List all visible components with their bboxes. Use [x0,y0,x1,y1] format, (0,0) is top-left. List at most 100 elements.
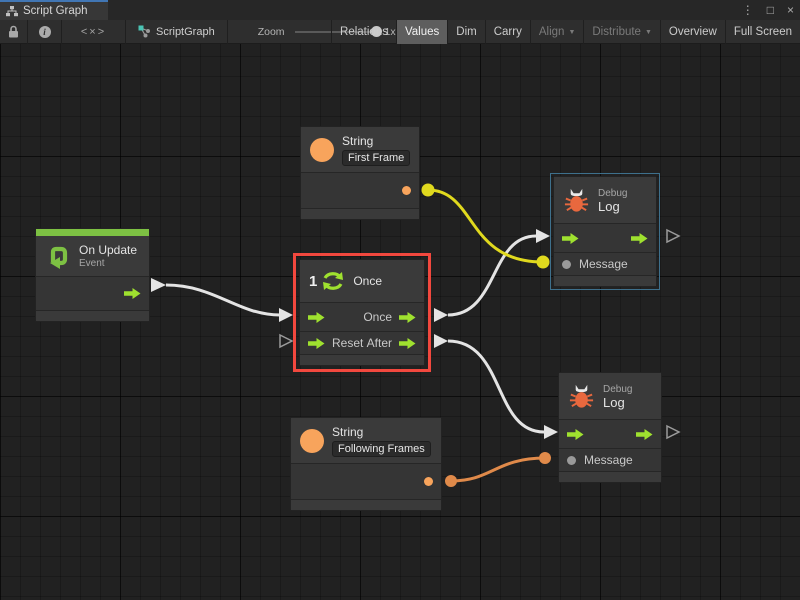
once-reset-row: Reset After [300,332,424,355]
breadcrumb[interactable]: ScriptGraph [126,20,228,44]
after-output-port[interactable] [399,338,416,349]
wire-once-to-debuglog-top[interactable] [434,229,550,322]
selection-outline: 1 Once Once [293,253,431,372]
edit-source-button[interactable]: <×> [62,20,126,44]
node-on-update[interactable]: On Update Event [35,228,150,322]
once-enter-row: Once [300,303,424,332]
align-label: Align [539,26,565,38]
node-footer [301,209,419,219]
string-first-header: String First Frame [301,127,419,173]
window-menu-icon[interactable]: ⋮ [742,3,754,17]
toolbar-buttons: Relations Values Dim Carry Align▼ Distri… [331,20,800,44]
flow-input-port[interactable] [562,233,579,244]
distribute-button[interactable]: Distribute ▼ [583,20,660,44]
tab-bar: Script Graph ⋮ □ × [0,0,800,20]
graph-tab-icon [6,6,18,17]
info-button[interactable]: i [28,20,62,44]
code-icon: <×> [81,26,106,38]
node-once[interactable]: 1 Once Once [299,259,425,366]
relation-highlight-box: Debug Log Message [550,173,660,290]
node-title: Once [353,274,382,288]
string-output-port[interactable] [402,186,411,195]
fullscreen-button[interactable]: Full Screen [725,20,800,44]
graph-toolbar: i <×> ScriptGraph Zoom 1x Relations Valu… [0,20,800,44]
node-title: String [332,425,431,439]
node-subtitle: Event [79,258,137,269]
tab-title: Script Graph [23,5,88,17]
string-value-input[interactable]: Following Frames [332,441,431,457]
node-category: Debug [598,188,627,199]
message-label: Message [584,453,633,467]
once-cycle-icon [321,269,345,293]
wire-string-following-to-message[interactable] [445,452,551,487]
info-icon: i [39,26,51,38]
string-first-port-row [301,173,419,209]
flow-input-port[interactable] [308,312,325,323]
on-update-port-row [36,277,149,311]
debug-log-flow-row [559,420,661,449]
flow-output-port[interactable] [124,288,141,299]
node-string-first[interactable]: String First Frame [300,126,420,220]
lock-button[interactable] [0,20,28,44]
string-type-icon [300,429,324,453]
loop-event-icon [45,243,71,269]
node-category: Debug [603,384,632,395]
debuglog-bottom-exit-port-triangle[interactable] [667,426,679,438]
string-following-header: String Following Frames [291,418,441,464]
string-type-icon [310,138,334,162]
once-header: 1 Once [300,260,424,303]
carry-button[interactable]: Carry [485,20,530,44]
graph-canvas[interactable]: String First Frame On Update Event [0,44,800,600]
flow-output-port[interactable] [631,233,648,244]
debug-log-flow-row [554,224,656,253]
debug-log-message-row: Message [554,253,656,276]
message-label: Message [579,257,628,271]
debug-log-message-row: Message [559,449,661,472]
on-update-header: On Update Event [36,236,149,277]
bug-icon [563,187,590,214]
node-debug-log-top[interactable]: Debug Log Message [553,176,657,287]
after-label: After [367,336,392,350]
node-footer [36,311,149,321]
tab-script-graph[interactable]: Script Graph [0,0,108,20]
close-icon[interactable]: × [787,3,794,17]
chevron-down-icon: ▼ [645,29,652,36]
flow-output-port[interactable] [399,312,416,323]
node-title: Log [603,395,632,410]
overview-button[interactable]: Overview [660,20,725,44]
reset-input-port[interactable] [308,338,325,349]
once-counter: 1 [309,273,317,290]
string-output-port[interactable] [424,477,433,486]
node-title: Log [598,199,627,214]
flow-input-port[interactable] [567,429,584,440]
relations-button[interactable]: Relations [331,20,396,44]
wire-once-to-debuglog-bottom[interactable] [434,334,558,439]
node-debug-log-bottom[interactable]: Debug Log Message [558,372,662,483]
reset-label: Reset [332,336,363,350]
flow-output-port[interactable] [636,429,653,440]
lock-icon [8,25,19,38]
node-title: String [342,134,410,148]
wire-onupdate-to-once[interactable] [151,278,293,322]
message-input-port[interactable] [567,456,576,465]
chevron-down-icon: ▼ [568,29,575,36]
node-footer [291,500,441,510]
dim-button[interactable]: Dim [447,20,484,44]
message-input-port[interactable] [562,260,571,269]
once-out-label: Once [363,310,392,324]
node-footer [300,355,424,365]
debuglog-top-exit-port-triangle[interactable] [667,230,679,242]
values-button[interactable]: Values [396,20,447,44]
node-footer [559,472,661,482]
node-footer [554,276,656,286]
align-button[interactable]: Align▼ [530,20,584,44]
wire-string-first-to-message[interactable] [422,184,550,269]
distribute-label: Distribute [592,26,641,38]
once-reset-port-triangle[interactable] [280,335,292,347]
breadcrumb-label: ScriptGraph [156,26,215,38]
maximize-icon[interactable]: □ [767,3,774,17]
window-controls: ⋮ □ × [742,0,794,20]
string-value-input[interactable]: First Frame [342,150,410,166]
node-string-following[interactable]: String Following Frames [290,417,442,511]
